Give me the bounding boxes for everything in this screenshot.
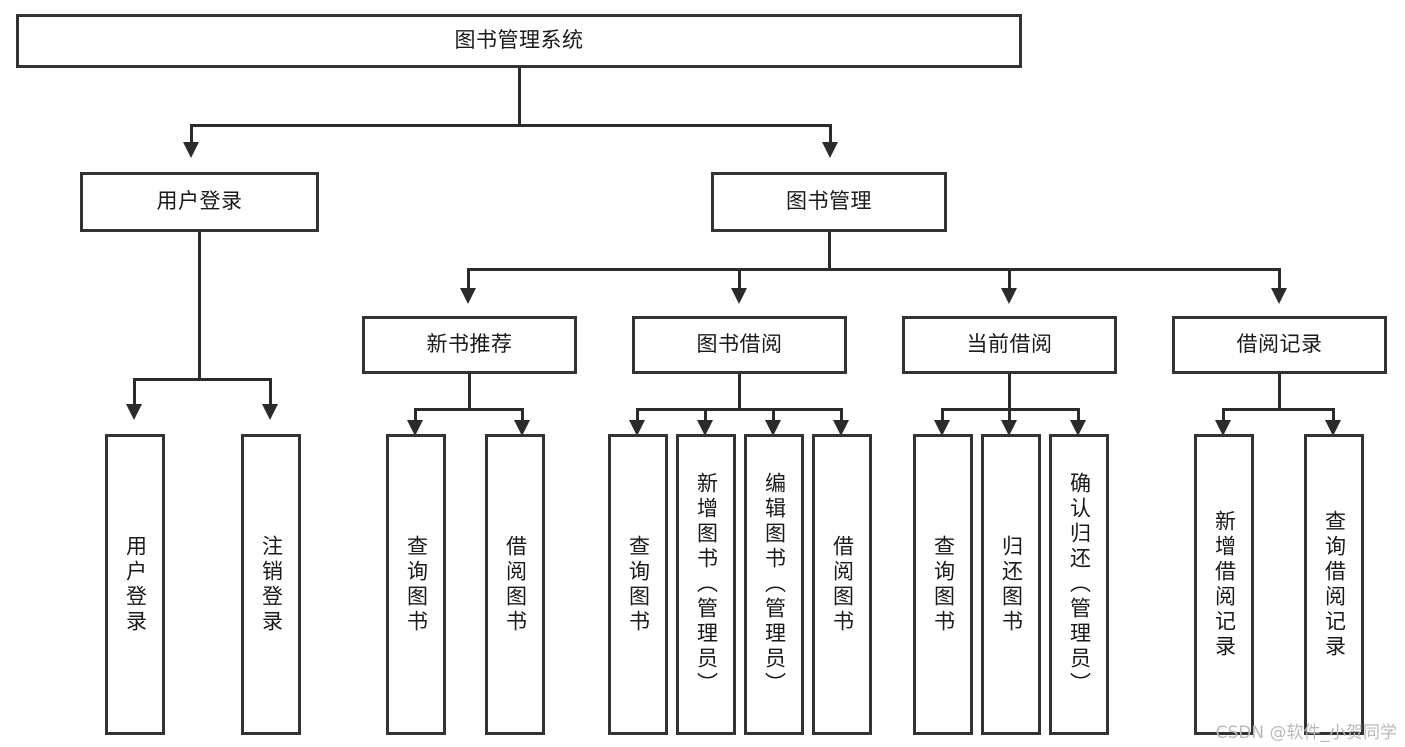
connector-book-borrow-drop-4 bbox=[840, 408, 843, 422]
node-label: 当前借阅 bbox=[966, 332, 1053, 357]
connector-level3-drop-4 bbox=[1278, 268, 1281, 290]
connector-book-borrow-drop-2 bbox=[704, 408, 707, 422]
connector-book-borrow-stem bbox=[738, 374, 741, 410]
node-book-borrow[interactable]: 图书借阅 bbox=[632, 316, 847, 374]
arrowhead-user-login bbox=[183, 142, 199, 158]
arrowhead-book-borrow bbox=[731, 288, 747, 304]
node-label: 借阅图书 bbox=[830, 534, 855, 635]
connector-level3-bus bbox=[467, 268, 1281, 271]
leaf-query-book-current[interactable]: 查询图书 bbox=[913, 434, 973, 735]
arrowhead-leaf-add-book bbox=[697, 420, 713, 436]
node-label: 查询图书 bbox=[931, 534, 956, 635]
node-label: 归还图书 bbox=[999, 534, 1024, 635]
node-label: 查询图书 bbox=[626, 534, 651, 635]
node-label: 图书管理系统 bbox=[454, 28, 584, 53]
connector-book-manage-stem bbox=[828, 232, 831, 270]
arrowhead-leaf-edit-book bbox=[765, 420, 781, 436]
connector-borrow-record-drop-2 bbox=[1332, 408, 1335, 422]
node-label: 查询借阅记录 bbox=[1322, 509, 1347, 660]
leaf-query-borrow-record[interactable]: 查询借阅记录 bbox=[1304, 434, 1364, 735]
node-label: 确认归还（管理员） bbox=[1067, 472, 1092, 697]
arrowhead-leaf-user-login bbox=[126, 404, 142, 420]
connector-root-bus bbox=[190, 124, 832, 127]
connector-user-login-bus bbox=[133, 378, 269, 381]
connector-current-borrow-drop-3 bbox=[1077, 408, 1080, 422]
node-new-book-recommend[interactable]: 新书推荐 bbox=[362, 316, 577, 374]
arrowhead-leaf-borrow-book-1 bbox=[514, 420, 530, 436]
connector-new-book-drop-2 bbox=[521, 408, 524, 422]
connector-book-borrow-drop-3 bbox=[772, 408, 775, 422]
connector-to-book-manage bbox=[829, 124, 832, 144]
node-user-login[interactable]: 用户登录 bbox=[80, 172, 319, 232]
node-label: 图书管理 bbox=[786, 189, 872, 214]
node-label: 借阅记录 bbox=[1236, 332, 1323, 357]
leaf-edit-book[interactable]: 编辑图书（管理员） bbox=[744, 434, 804, 735]
node-label: 新增借阅记录 bbox=[1212, 509, 1237, 660]
watermark-text: CSDN @软件_小贺同学 bbox=[1215, 723, 1397, 743]
connector-to-user-login bbox=[190, 124, 193, 144]
connector-new-book-stem bbox=[468, 374, 471, 410]
connector-new-book-bus bbox=[414, 408, 524, 411]
arrowhead-current-borrow bbox=[1001, 288, 1017, 304]
connector-level3-drop-1 bbox=[467, 268, 470, 290]
node-current-borrow[interactable]: 当前借阅 bbox=[902, 316, 1117, 374]
leaf-borrow-book[interactable]: 借阅图书 bbox=[812, 434, 872, 735]
leaf-logout[interactable]: 注销登录 bbox=[241, 434, 301, 735]
connector-current-borrow-drop-1 bbox=[941, 408, 944, 422]
connector-user-login-drop-2 bbox=[269, 378, 272, 406]
connector-level3-drop-3 bbox=[1008, 268, 1011, 290]
connector-new-book-drop-1 bbox=[414, 408, 417, 422]
arrowhead-new-book bbox=[460, 288, 476, 304]
arrowhead-book-manage bbox=[822, 142, 838, 158]
leaf-add-borrow-record[interactable]: 新增借阅记录 bbox=[1194, 434, 1254, 735]
connector-book-borrow-bus bbox=[636, 408, 842, 411]
connector-current-borrow-stem bbox=[1008, 374, 1011, 410]
node-label: 借阅图书 bbox=[503, 534, 528, 635]
arrowhead-borrow-record bbox=[1271, 288, 1287, 304]
arrowhead-leaf-borrow-book-2 bbox=[833, 420, 849, 436]
connector-user-login-stem bbox=[198, 232, 201, 380]
node-label: 用户登录 bbox=[156, 189, 243, 214]
connector-borrow-record-bus bbox=[1222, 408, 1335, 411]
arrowhead-leaf-query-book-3 bbox=[934, 420, 950, 436]
leaf-borrow-book-recommend[interactable]: 借阅图书 bbox=[485, 434, 545, 735]
leaf-return-book[interactable]: 归还图书 bbox=[981, 434, 1041, 735]
connector-current-borrow-drop-2 bbox=[1008, 408, 1011, 422]
arrowhead-leaf-return-book bbox=[1001, 420, 1017, 436]
leaf-query-book-recommend[interactable]: 查询图书 bbox=[386, 434, 446, 735]
node-label: 查询图书 bbox=[404, 534, 429, 635]
arrowhead-leaf-query-book-2 bbox=[629, 420, 645, 436]
node-label: 图书借阅 bbox=[696, 332, 783, 357]
arrowhead-leaf-add-record bbox=[1215, 420, 1231, 436]
node-label: 编辑图书（管理员） bbox=[762, 472, 787, 697]
connector-user-login-drop-1 bbox=[133, 378, 136, 406]
node-label: 新增图书（管理员） bbox=[694, 472, 719, 697]
node-label: 新书推荐 bbox=[426, 332, 513, 357]
leaf-add-book[interactable]: 新增图书（管理员） bbox=[676, 434, 736, 735]
node-borrow-record[interactable]: 借阅记录 bbox=[1172, 316, 1387, 374]
leaf-query-book-borrow[interactable]: 查询图书 bbox=[608, 434, 668, 735]
node-root-system[interactable]: 图书管理系统 bbox=[16, 14, 1022, 68]
node-label: 用户登录 bbox=[123, 534, 148, 635]
connector-borrow-record-drop-1 bbox=[1222, 408, 1225, 422]
arrowhead-leaf-query-record bbox=[1325, 420, 1341, 436]
connector-borrow-record-stem bbox=[1278, 374, 1281, 410]
connector-book-borrow-drop-1 bbox=[636, 408, 639, 422]
connector-root-stem bbox=[518, 68, 521, 126]
arrowhead-leaf-logout bbox=[262, 404, 278, 420]
node-label: 注销登录 bbox=[259, 534, 284, 635]
arrowhead-leaf-query-book-1 bbox=[407, 420, 423, 436]
connector-level3-drop-2 bbox=[738, 268, 741, 290]
arrowhead-leaf-confirm-return bbox=[1070, 420, 1086, 436]
leaf-user-login[interactable]: 用户登录 bbox=[105, 434, 165, 735]
leaf-confirm-return[interactable]: 确认归还（管理员） bbox=[1049, 434, 1109, 735]
node-book-manage[interactable]: 图书管理 bbox=[711, 172, 947, 232]
